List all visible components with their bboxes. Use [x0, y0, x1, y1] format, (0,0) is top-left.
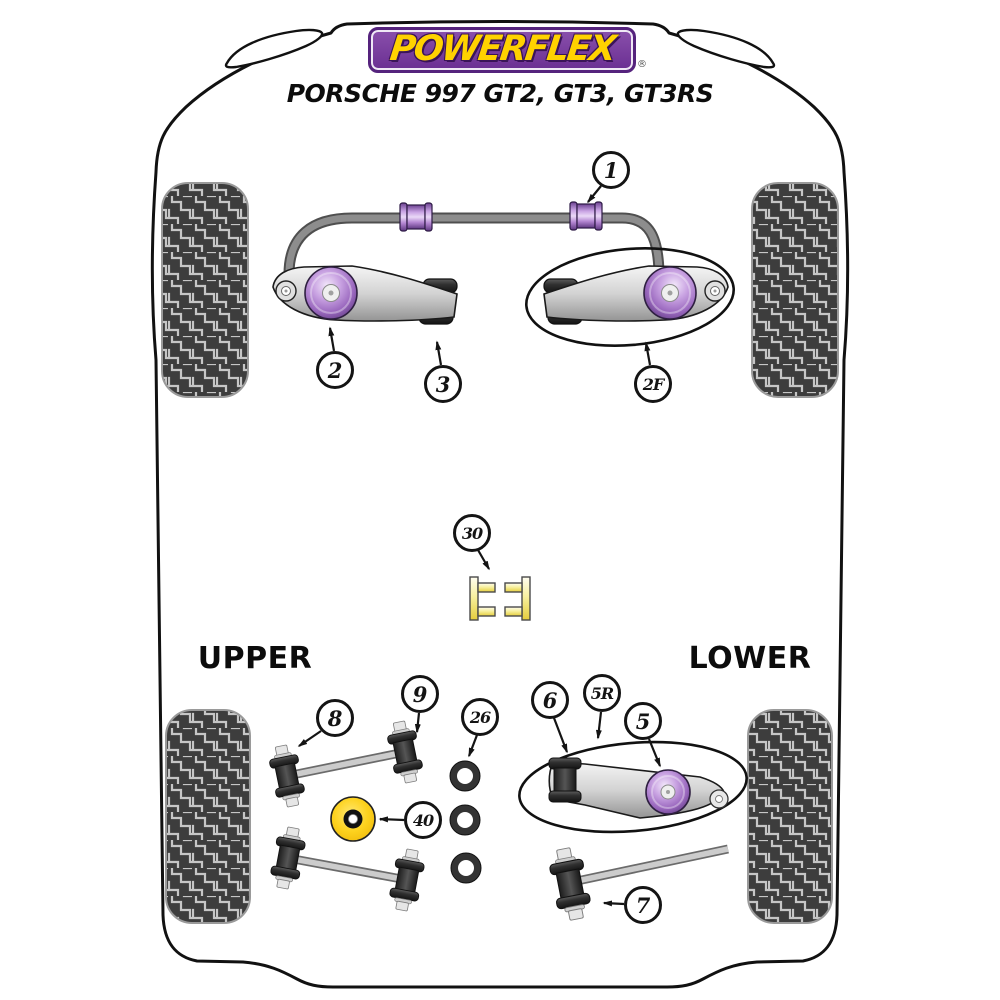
arrow-2f [644, 341, 652, 366]
arrow-6 [552, 717, 569, 754]
arrow-30 [477, 549, 490, 571]
callout-2f: 2F [634, 365, 672, 403]
arrow-5r [595, 711, 603, 740]
upper-section-label: UPPER [197, 641, 313, 676]
callout-5r-label: 5R [590, 683, 614, 703]
arrow-40 [378, 816, 405, 823]
arb-bushing-left [399, 202, 433, 232]
callout-arrows [297, 185, 662, 907]
arrow-1 [587, 185, 602, 204]
arrow-26 [467, 734, 479, 758]
callout-3: 3 [424, 365, 462, 403]
drop-link-lower [267, 824, 428, 914]
rear-lower-arm [548, 757, 729, 819]
arrow-3 [435, 340, 443, 366]
vehicle-title: PORSCHE 997 GT2, GT3, GT3RS [286, 79, 714, 108]
callout-6: 6 [531, 681, 569, 719]
arrow-8 [297, 730, 322, 747]
group-ellipse-lower-arm [518, 740, 748, 834]
powerflex-logo: POWERFLEX [368, 27, 636, 73]
powerflex-logo-text: POWERFLEX [387, 28, 617, 69]
spacer-rings-26 [449, 760, 482, 884]
callout-26-label: 26 [469, 707, 491, 727]
front-anti-roll-bar [283, 201, 665, 275]
arb-bushing-right [569, 201, 603, 231]
callout-40-label: 40 [412, 810, 434, 830]
tire-rear-right [747, 709, 833, 924]
part-30-shim-brackets [469, 576, 531, 621]
arrow-7 [602, 900, 625, 907]
callout-40: 40 [404, 801, 442, 839]
group-ellipse-2f [525, 247, 735, 347]
callout-1-label: 1 [603, 157, 619, 183]
callout-6-label: 6 [542, 687, 558, 713]
tire-front-right [751, 182, 839, 398]
callout-26: 26 [461, 698, 499, 736]
callout-5-label: 5 [635, 708, 651, 734]
callout-9-label: 9 [412, 681, 428, 707]
headlight-left [224, 28, 324, 69]
yellow-washer-40 [330, 796, 376, 842]
callout-2-label: 2 [327, 357, 343, 383]
tire-rear-left [165, 709, 251, 924]
callout-3-label: 3 [435, 371, 451, 397]
callout-7: 7 [624, 886, 662, 924]
callout-30-label: 30 [461, 523, 483, 543]
car-body-outline [150, 20, 850, 989]
drop-link-upper [266, 718, 426, 810]
callout-7-label: 7 [635, 892, 651, 918]
tire-front-left [161, 182, 249, 398]
callout-8: 8 [316, 699, 354, 737]
headlight-right [676, 28, 776, 69]
callout-1: 1 [592, 151, 630, 189]
arrow-2 [328, 326, 336, 352]
callout-9: 9 [401, 675, 439, 713]
lower-arm-bushing-6 [548, 757, 582, 803]
callout-30: 30 [453, 514, 491, 552]
callout-5r: 5R [583, 674, 621, 712]
arrow-9 [414, 712, 421, 734]
registered-trademark-icon: ® [637, 59, 647, 70]
callout-5: 5 [624, 702, 662, 740]
callout-2f-label: 2F [642, 374, 664, 394]
callout-2: 2 [316, 351, 354, 389]
callout-8-label: 8 [327, 705, 343, 731]
lower-section-label: LOWER [688, 641, 812, 676]
arrow-5 [647, 738, 662, 768]
tie-rod [546, 844, 729, 923]
